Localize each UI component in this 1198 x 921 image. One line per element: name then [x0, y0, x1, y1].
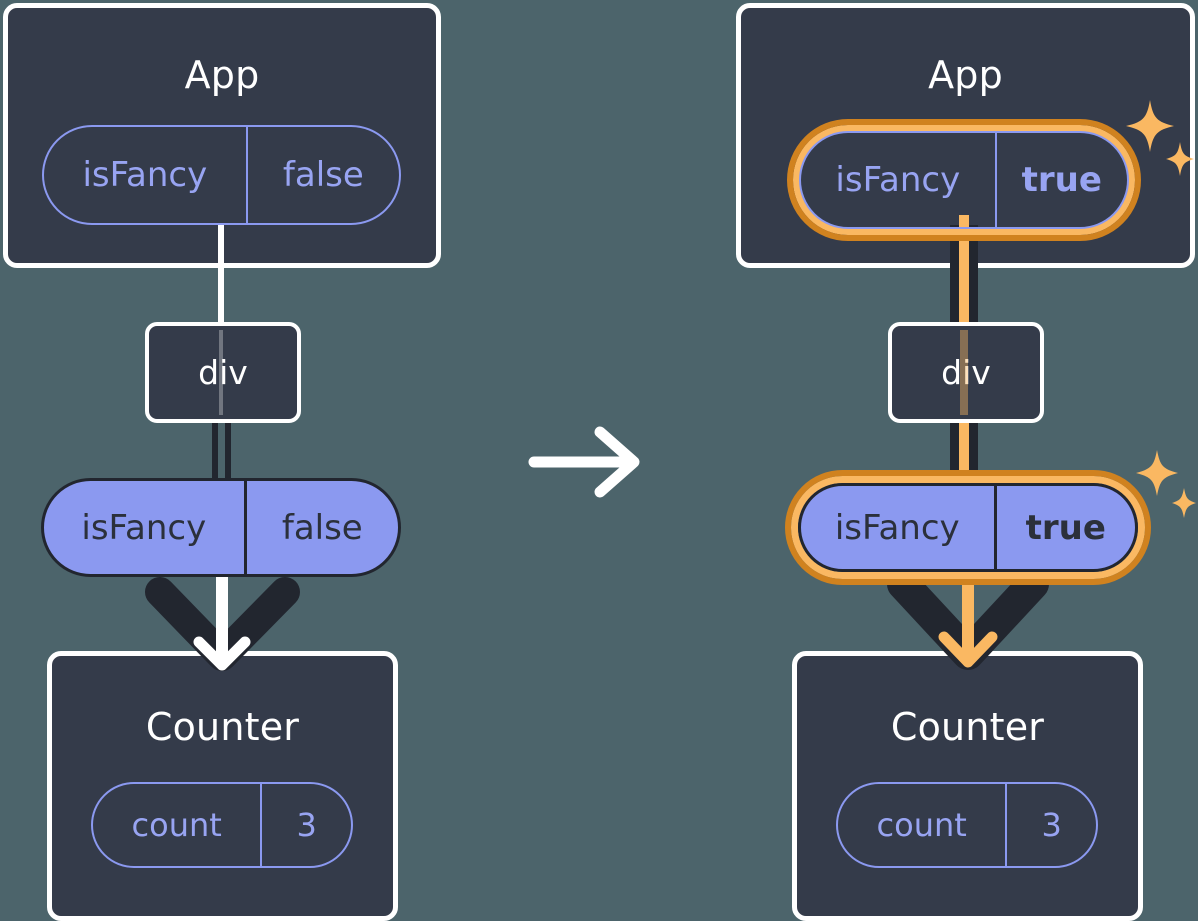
state-pill-value: true [1021, 160, 1102, 200]
state-pill-count-after[interactable]: count 3 [836, 782, 1098, 868]
state-pill-isfancy-app-before[interactable]: isFancy false [42, 125, 401, 225]
state-pill-value: false [282, 155, 364, 195]
state-pill-value: 3 [296, 806, 317, 844]
node-div-before[interactable]: div [145, 322, 301, 423]
panel-app-title-after: App [928, 53, 1003, 97]
state-pill-key: count [93, 784, 263, 866]
wire-ghost-behind-div-after [960, 330, 968, 415]
prop-pill-key: isFancy [44, 481, 247, 574]
node-div-label-after: div [941, 353, 991, 392]
transition-arrow-icon [528, 422, 648, 502]
wire-ghost-behind-div-before [219, 330, 223, 415]
panel-counter-title-before: Counter [145, 705, 300, 749]
wire-div-to-prop-after [959, 408, 969, 503]
wire-app-to-div-before [218, 225, 224, 335]
prop-pill-value: true [1025, 507, 1106, 548]
prop-pill-isfancy-before[interactable]: isFancy false [41, 478, 401, 577]
node-div-after[interactable]: div [888, 322, 1044, 423]
wire-div-to-prop-before-2 [225, 410, 231, 500]
prop-pill-key: isFancy [801, 486, 997, 569]
state-pill-count-before[interactable]: count 3 [91, 782, 353, 868]
wire-app-to-div-after [959, 215, 969, 337]
state-pill-value: 3 [1041, 806, 1062, 844]
arrow-prop-to-counter-before [140, 570, 305, 680]
wire-div-to-prop-before [212, 410, 218, 500]
prop-pill-isfancy-after[interactable]: isFancy true [798, 483, 1138, 572]
panel-app-title-before: App [184, 53, 260, 97]
state-pill-key: isFancy [44, 127, 248, 223]
panel-counter-title-after: Counter [890, 705, 1045, 749]
sparkles-icon-app-after [1124, 98, 1196, 190]
state-pill-key: count [838, 784, 1008, 866]
prop-pill-value: false [281, 507, 363, 548]
state-pill-isfancy-app-after[interactable]: isFancy true [799, 131, 1129, 229]
state-pill-key: isFancy [801, 133, 997, 227]
sparkles-icon-prop-after [1134, 448, 1198, 530]
node-div-label-before: div [198, 353, 248, 392]
arrow-prop-to-counter-after [883, 566, 1053, 680]
